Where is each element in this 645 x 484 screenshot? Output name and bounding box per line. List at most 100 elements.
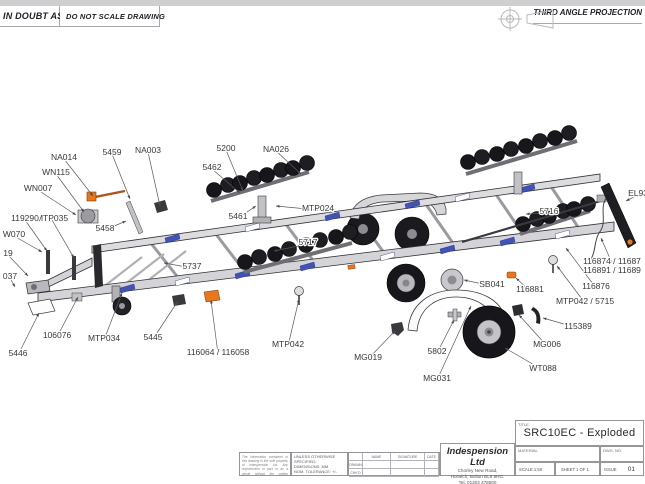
leader-line	[103, 292, 123, 341]
part-label: 116881	[516, 284, 544, 294]
tolerance-line: NOM. TOLERANCE: +/- 0.25	[294, 469, 337, 475]
lighting-board	[461, 182, 637, 262]
part-label: NA003	[135, 145, 161, 155]
leader-line	[600, 237, 613, 264]
company-address-line: Tel. 01204 478500	[458, 480, 497, 484]
part-label: MTP042 / 5715	[556, 296, 614, 306]
leader-line	[37, 189, 77, 216]
roller-bank-exploded-left	[206, 155, 315, 224]
part-label: NA026	[263, 144, 289, 154]
leader-line	[556, 265, 586, 304]
leader-line	[436, 319, 455, 354]
part-label: MG031	[423, 373, 451, 383]
roller-bank-exploded-right	[460, 125, 578, 195]
part-label: 5458	[96, 223, 115, 233]
leader-line	[7, 254, 29, 277]
leader-line	[13, 235, 43, 253]
sheet-cell: SHEET 1 OF 1	[555, 462, 600, 476]
leader-line	[287, 298, 300, 347]
tolerance-box: UNLESS OTHERWISE SPECIFIED: DIMENSIONS: …	[291, 452, 348, 476]
leader-line	[51, 219, 75, 259]
leader-line	[9, 277, 16, 288]
leader-line	[275, 204, 319, 211]
leader-line	[210, 299, 219, 355]
part-label: 5200	[217, 143, 236, 153]
title-box: TITLE SRC10EC - Exploded	[515, 420, 644, 446]
in-doubt-ask-text: IN DOUBT ASK	[3, 11, 71, 21]
sig-corner	[349, 453, 363, 461]
leader-line	[542, 317, 579, 329]
part-label: EL93	[628, 188, 645, 198]
leader-line	[565, 247, 597, 289]
company-address-line: Horwich, Bolton BL6 6HG.	[450, 474, 505, 480]
part-label: 115389	[564, 321, 592, 331]
leader-line	[525, 212, 550, 216]
copyright-notes-box: The information contained in this drawin…	[239, 452, 291, 476]
roller-bank-on-frame-right	[515, 196, 596, 236]
sig-col-date: DATE	[425, 453, 439, 461]
leader-line	[104, 220, 127, 231]
part-label: MG006	[533, 339, 561, 349]
leader-line	[273, 243, 309, 252]
leader-line	[504, 347, 544, 371]
sig-row-chkd: CHK'D	[349, 469, 363, 477]
part-label: WN007	[24, 183, 53, 193]
rail-decals	[119, 183, 571, 294]
leader-line	[367, 330, 396, 360]
company-address-line: Chorley New Road,	[457, 468, 498, 473]
sheet-top-edge	[0, 0, 645, 6]
sheet-value: SHEET 1 OF 1	[561, 467, 589, 472]
leader-line	[225, 149, 244, 192]
part-label: WT088	[529, 363, 557, 373]
third-angle-projection-label: THIRD ANGLE PROJECTION	[533, 8, 642, 24]
part-label: 5459	[103, 147, 122, 157]
part-label: MTP035	[36, 213, 68, 223]
third-angle-symbol-icon	[498, 7, 554, 31]
part-label: 116876	[582, 281, 610, 291]
tolerance-line: DIMENSIONS: MM	[294, 464, 329, 469]
leader-line	[152, 300, 179, 340]
part-label: 106076	[43, 330, 72, 340]
scale-value: SCALE 1:50	[519, 467, 543, 472]
chassis-frame	[37, 173, 615, 303]
sig-col-signature: SIGNATURE	[391, 453, 425, 461]
in-doubt-ask-cell: IN DOUBT ASK	[0, 6, 70, 27]
winch-and-coupling-parts	[25, 189, 221, 316]
leader-line	[63, 158, 94, 197]
part-label: 5461	[229, 211, 248, 221]
drawing-title: SRC10EC - Exploded	[523, 427, 636, 439]
part-label: 037	[3, 271, 17, 281]
leader-line	[163, 262, 193, 269]
part-label: SB041	[479, 279, 505, 289]
company-box: Indespension Ltd Chorley New Road, Horwi…	[440, 443, 515, 484]
part-label: 119290	[11, 213, 39, 223]
do-not-scale-cell: DO NOT SCALE DRAWING	[60, 6, 165, 27]
company-name: Indespension Ltd	[446, 446, 509, 468]
leader-line	[518, 314, 548, 347]
part-label: 116891 / 11689	[583, 265, 641, 275]
leader-line	[211, 168, 241, 194]
leader-line	[55, 173, 85, 213]
leader-line	[17, 312, 40, 356]
leader-line	[436, 305, 472, 381]
material-box: MATERIAL	[515, 446, 600, 462]
part-label: MTP042	[272, 339, 304, 349]
part-label: 5717	[299, 237, 318, 247]
part-label: MG019	[354, 352, 382, 362]
part-label: MTP034	[88, 333, 120, 343]
sig-row-drawn: DRAWN	[349, 461, 363, 469]
part-label: 116874 / 11687	[583, 256, 641, 266]
part-label: 116064 / 116058	[187, 347, 250, 357]
leader-line	[275, 150, 302, 175]
leader-line	[237, 205, 257, 219]
part-label: 5716	[540, 206, 559, 216]
signature-table: NAME SIGNATURE DATE DRAWN CHK'D	[348, 452, 440, 477]
part-label: 5737	[183, 261, 202, 271]
leader-line	[515, 277, 531, 292]
title-label: TITLE	[518, 422, 529, 427]
roller-bank-on-frame-left	[237, 224, 358, 274]
sig-col-name: NAME	[363, 453, 391, 461]
leader-line	[463, 279, 493, 287]
part-label: WN115	[42, 167, 70, 177]
